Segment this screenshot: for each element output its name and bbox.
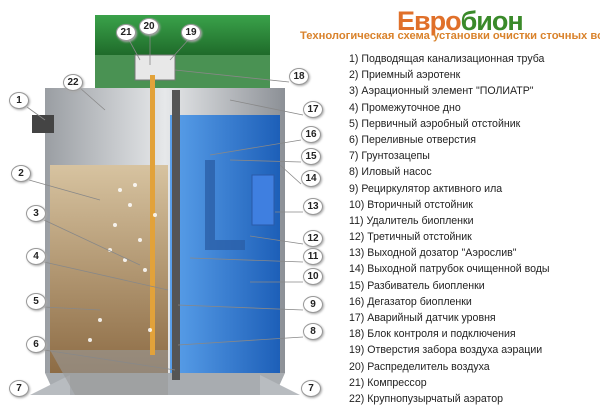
legend-item: 11) Удалитель биопленки: [349, 214, 474, 227]
legend-item: 12) Третичный отстойник: [349, 231, 472, 244]
legend-item: 2) Приемный аэротенк: [349, 69, 461, 82]
callout-20: 20: [139, 18, 159, 35]
callout-16: 16: [301, 126, 321, 143]
leader-lines: [26, 33, 304, 371]
callout-3: 3: [26, 205, 46, 222]
legend-item: 15) Разбиватель биопленки: [349, 279, 485, 292]
callout-15: 15: [301, 148, 321, 165]
legend-item: 22) Крупнопузырчатый аэратор: [349, 392, 504, 405]
legend-item: 3) Аэрационный элемент "ПОЛИАТР": [349, 85, 534, 98]
callout-11: 11: [303, 248, 323, 265]
callout-9: 9: [303, 296, 323, 313]
logo-part1: Евро: [397, 6, 462, 36]
callout-4: 4: [26, 248, 46, 265]
callout-18: 18: [289, 68, 309, 85]
sludge-cone: [50, 350, 168, 395]
legend-item: 1) Подводящая канализационная труба: [349, 53, 545, 65]
callout-21: 21: [116, 24, 136, 41]
eurobion-logo: Евробион: [397, 6, 524, 37]
legend-item: 4) Промежуточное дно: [349, 101, 461, 114]
primary-aerotank: [50, 165, 168, 373]
callout-19: 19: [181, 24, 201, 41]
callout-14: 14: [301, 170, 321, 187]
legend-item: 17) Аварийный датчик уровня: [349, 312, 496, 324]
callout-7-left: 7: [9, 380, 29, 397]
legend-item: 7) Грунтозацепы: [349, 150, 430, 163]
legend-item: 8) Иловый насос: [349, 166, 432, 179]
legend-item: 6) Переливные отверстия: [349, 133, 476, 146]
callout-8: 8: [303, 323, 323, 340]
callout-10: 10: [303, 268, 323, 285]
callout-22: 22: [63, 74, 83, 91]
outlet-doser: [251, 174, 275, 226]
legend-item: 10) Вторичный отстойник: [349, 198, 473, 211]
legend-item: 18) Блок контроля и подключения: [349, 328, 516, 341]
callout-12: 12: [303, 230, 323, 247]
legend-item: 13) Выходной дозатор "Аэрослив": [349, 247, 517, 260]
diagram-subtitle: Технологическая схема установки очистки …: [300, 30, 600, 42]
callout-5: 5: [26, 293, 46, 310]
callout-2: 2: [11, 165, 31, 182]
sludge-pump-pipe: [172, 90, 180, 380]
legend-item: 16) Дегазатор биопленки: [349, 295, 472, 308]
callout-17: 17: [303, 101, 323, 118]
legend-item: 19) Отверстия забора воздуха аэрации: [349, 344, 543, 357]
biofilm-remover: [205, 160, 245, 250]
legend-item: 14) Выходной патрубок очищенной воды: [349, 263, 550, 276]
callout-1: 1: [9, 92, 29, 109]
air-riser: [150, 75, 155, 355]
legend-item: 21) Компрессор: [349, 376, 427, 389]
inlet-pipe: [32, 115, 54, 133]
component-legend: 1) Подводящая канализационная труба 2) П…: [349, 51, 550, 407]
callout-13: 13: [303, 198, 323, 215]
aeration-bubbles: [88, 183, 157, 342]
anchor-right: [260, 375, 300, 395]
anchor-left: [30, 375, 70, 395]
callout-6: 6: [26, 336, 46, 353]
callout-7-right: 7: [301, 380, 321, 397]
logo-part2: бион: [460, 6, 524, 36]
legend-item: 9) Рециркулятор активного ила: [349, 182, 503, 195]
lid-rim: [95, 55, 270, 88]
legend-item: 20) Распределитель воздуха: [349, 360, 490, 373]
legend-item: 5) Первичный аэробный отстойник: [349, 117, 521, 130]
